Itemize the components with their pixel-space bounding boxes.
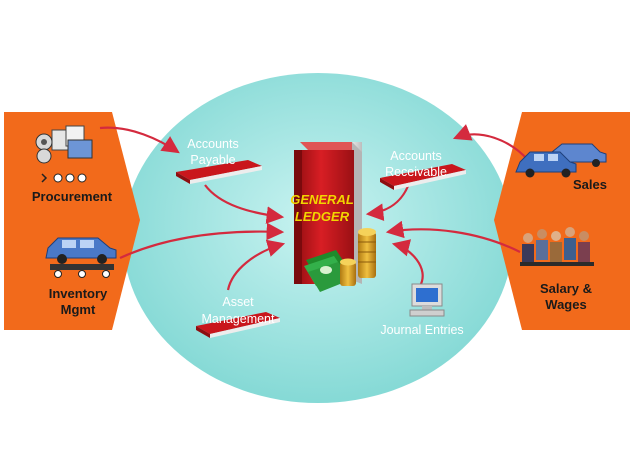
computer-icon [409, 283, 445, 317]
money-icon [304, 228, 376, 292]
people-group-icon [520, 227, 594, 266]
inventory-label-line2: Mgmt [61, 302, 96, 317]
accounts-payable-label-line2: Payable [190, 153, 235, 167]
inventory-car-icon [45, 237, 117, 278]
arrow-salary-to-ledger [385, 220, 521, 253]
journal-entries-label: Journal Entries [380, 323, 463, 337]
arrow-sales-to-receivable [452, 124, 529, 161]
asset-management-book-icon [196, 312, 280, 338]
sales-label: Sales [573, 177, 607, 192]
salary-label-line1: Salary & [540, 281, 592, 296]
ledger-title-line2: LEDGER [295, 209, 350, 224]
accounts-payable-book-icon [176, 160, 262, 184]
inventory-label-line1: Inventory [49, 286, 108, 301]
arrow-journal-to-ledger [391, 239, 424, 287]
accounts-payable-label-line1: Accounts [187, 137, 238, 151]
arrow-procurement-to-payable [99, 126, 180, 154]
procurement-machinery-icon [35, 125, 93, 183]
arrow-receivable-to-ledger [365, 185, 410, 221]
procurement-label: Procurement [32, 189, 113, 204]
arrow-inventory-to-ledger [119, 222, 285, 259]
sales-cars-icon [515, 143, 607, 178]
accounts-receivable-label-line2: Receivable [385, 165, 447, 179]
salary-label-line2: Wages [545, 297, 586, 312]
ledger-title-line1: GENERAL [290, 192, 354, 207]
asset-management-label-line1: Asset [222, 295, 254, 309]
accounts-receivable-label-line1: Accounts [390, 149, 441, 163]
arrow-asset-to-ledger [226, 239, 286, 291]
arrow-payable-to-ledger [204, 184, 285, 224]
asset-management-label-line2: Management [202, 312, 275, 326]
accounts-receivable-book-icon [380, 164, 466, 190]
